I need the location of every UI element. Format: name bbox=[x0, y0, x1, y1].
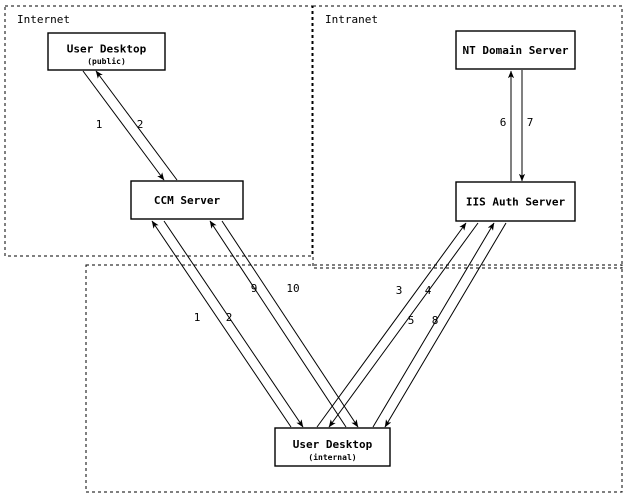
zone-label-internet: Internet bbox=[17, 13, 70, 26]
edge-step-label-label-8: 8 bbox=[432, 314, 439, 327]
edge-step-label-label-7: 7 bbox=[527, 116, 534, 129]
edge-step-label-label-2-top: 2 bbox=[137, 118, 144, 131]
node-box-ccm-server bbox=[130, 180, 244, 220]
edge-step-label-label-9: 9 bbox=[251, 282, 258, 295]
node-title-nt-domain-server: NT Domain Server bbox=[463, 44, 569, 57]
edge-step-label-label-1-top: 1 bbox=[96, 118, 103, 131]
node-box-user-desktop-internal bbox=[274, 427, 391, 467]
edge-edge-3-internal-to-iis bbox=[316, 222, 467, 428]
node-title-user-desktop-internal: User Desktop bbox=[293, 438, 373, 451]
node-ccm-server[interactable]: CCM Server bbox=[130, 180, 244, 220]
edge-step-label-label-4: 4 bbox=[425, 284, 432, 297]
edge-edge-9-internal-to-ccm bbox=[209, 220, 347, 428]
edge-edge-2b-ccm-to-internal bbox=[163, 220, 304, 428]
node-user-desktop-public[interactable]: User Desktop(public) bbox=[47, 32, 166, 71]
node-nt-domain-server[interactable]: NT Domain Server bbox=[455, 30, 576, 70]
node-title-iis-auth-server: IIS Auth Server bbox=[466, 196, 566, 209]
edge-edge-4-iis-to-internal bbox=[328, 222, 479, 428]
edge-edge-2-ccm-to-desktop bbox=[95, 70, 178, 181]
node-subtitle-user-desktop-public: (public) bbox=[87, 56, 126, 66]
zone-internet bbox=[4, 5, 313, 257]
node-subtitle-user-desktop-internal: (internal) bbox=[308, 452, 356, 462]
edge-labels-group: 1 2 6 7 9 10 1 2 3 4 5 8 bbox=[96, 116, 534, 327]
edge-edge-1b-internal-to-ccm bbox=[151, 220, 292, 428]
edge-step-label-label-1-bottom: 1 bbox=[194, 311, 201, 324]
node-box-user-desktop-public bbox=[47, 32, 166, 71]
edge-step-label-label-2-bottom: 2 bbox=[226, 311, 233, 324]
node-box-iis-auth-server bbox=[455, 181, 576, 222]
edge-edge-5-internal-to-iis bbox=[372, 222, 495, 428]
edges-group bbox=[82, 70, 526, 428]
zone-internal bbox=[85, 264, 623, 493]
node-iis-auth-server[interactable]: IIS Auth Server bbox=[455, 181, 576, 222]
edge-edge-10-ccm-to-internal bbox=[221, 220, 359, 428]
zones-group: Internet Intranet bbox=[4, 5, 623, 493]
edge-step-label-label-6: 6 bbox=[500, 116, 507, 129]
edge-edge-8-iis-to-internal bbox=[384, 222, 507, 428]
node-user-desktop-internal[interactable]: User Desktop(internal) bbox=[274, 427, 391, 467]
edge-step-label-label-5: 5 bbox=[408, 314, 415, 327]
zone-intranet bbox=[312, 5, 623, 269]
node-box-nt-domain-server bbox=[455, 30, 576, 70]
edge-edge-1-desktop-to-ccm bbox=[82, 70, 165, 181]
node-title-user-desktop-public: User Desktop bbox=[67, 43, 147, 56]
zone-label-intranet: Intranet bbox=[325, 13, 378, 26]
edge-step-label-label-3: 3 bbox=[396, 284, 403, 297]
edge-step-label-label-10: 10 bbox=[286, 282, 299, 295]
node-title-ccm-server: CCM Server bbox=[154, 194, 221, 207]
